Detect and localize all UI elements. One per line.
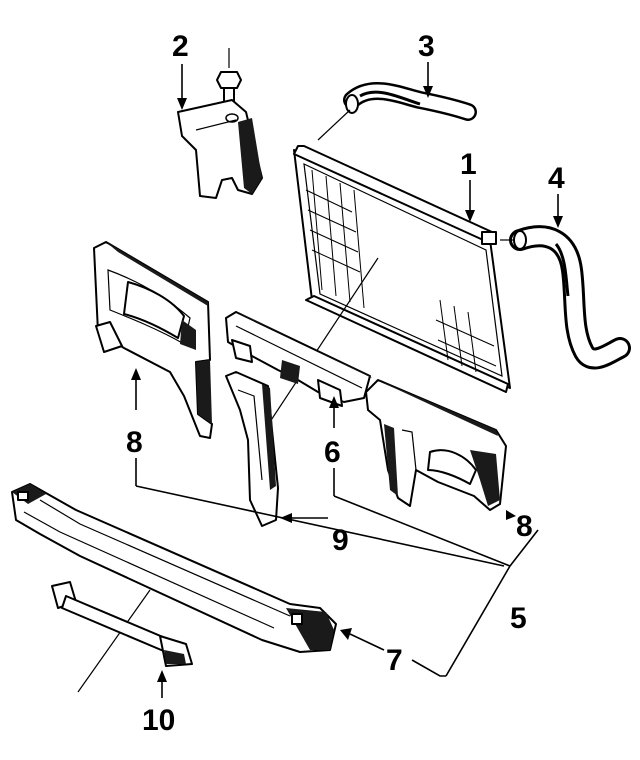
callout-8-right: 8 — [516, 510, 533, 543]
callout-10: 10 — [142, 704, 175, 737]
radiator-core-hatch — [305, 169, 497, 373]
callout-4: 4 — [548, 162, 565, 195]
center-brace-part — [225, 371, 279, 527]
center-panel-part — [225, 311, 372, 407]
callout-8-left: 8 — [126, 426, 143, 459]
lower-hose-part — [500, 225, 631, 370]
lower-crossmember-part — [11, 483, 337, 693]
callout-1: 1 — [460, 148, 477, 181]
callout-7: 7 — [386, 644, 403, 677]
callout-9: 9 — [332, 524, 349, 557]
left-side-panel-part — [93, 241, 213, 439]
leader-lines — [131, 62, 563, 698]
callout-labels: 2 3 1 4 8 6 9 8 5 7 10 — [126, 30, 565, 737]
radiator-part — [253, 145, 511, 447]
callout-2: 2 — [172, 30, 189, 63]
upper-hose-part — [317, 82, 477, 141]
callout-3: 3 — [418, 30, 435, 63]
callout-6: 6 — [324, 436, 341, 469]
tie-bar-part — [51, 581, 193, 667]
reservoir-bracket-part — [177, 48, 263, 199]
callout-5: 5 — [510, 602, 527, 635]
right-side-panel-part — [365, 379, 507, 511]
